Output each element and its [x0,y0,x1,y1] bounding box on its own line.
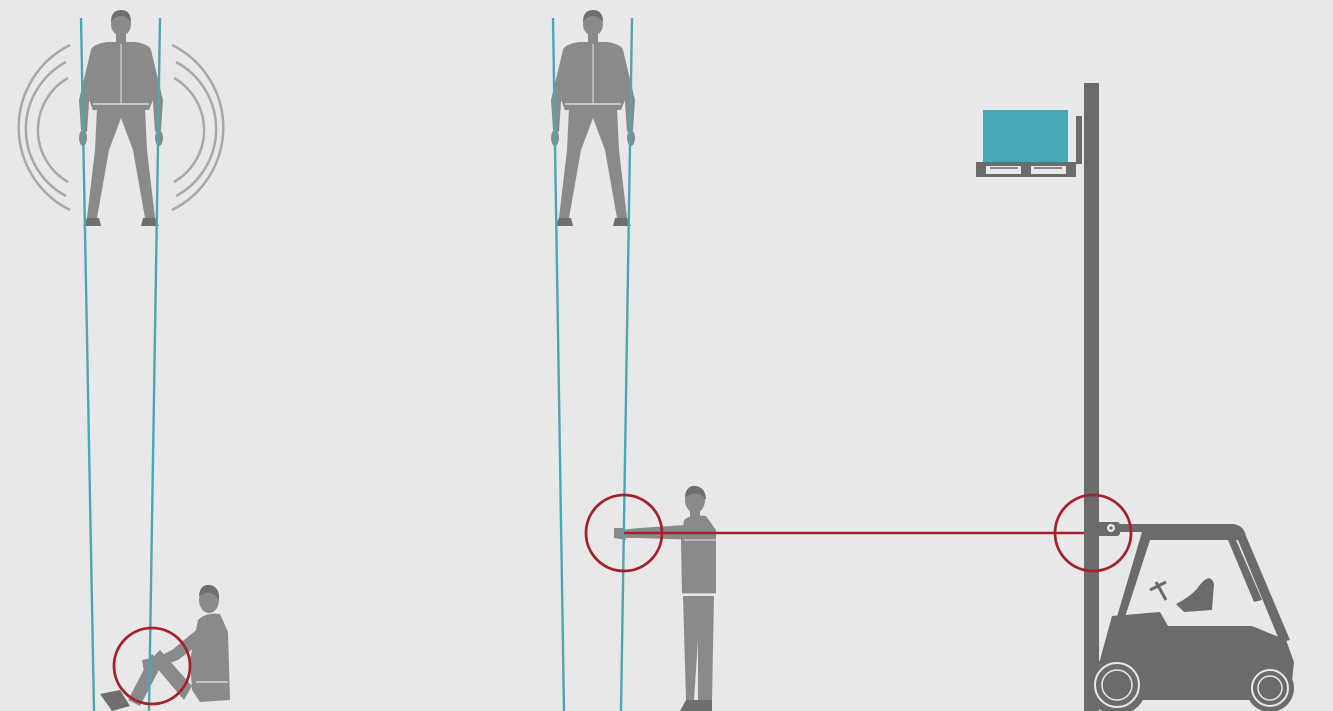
arm-extended-person-figure [614,486,716,711]
standing-person-figure [79,10,163,226]
scene-1 [19,10,230,711]
scene-3 [976,83,1294,711]
standing-person-figure [551,10,635,226]
pallet-load [976,110,1082,177]
forklift-figure [1086,522,1294,711]
scene-2 [551,10,716,711]
forklift-mast [1084,83,1099,711]
